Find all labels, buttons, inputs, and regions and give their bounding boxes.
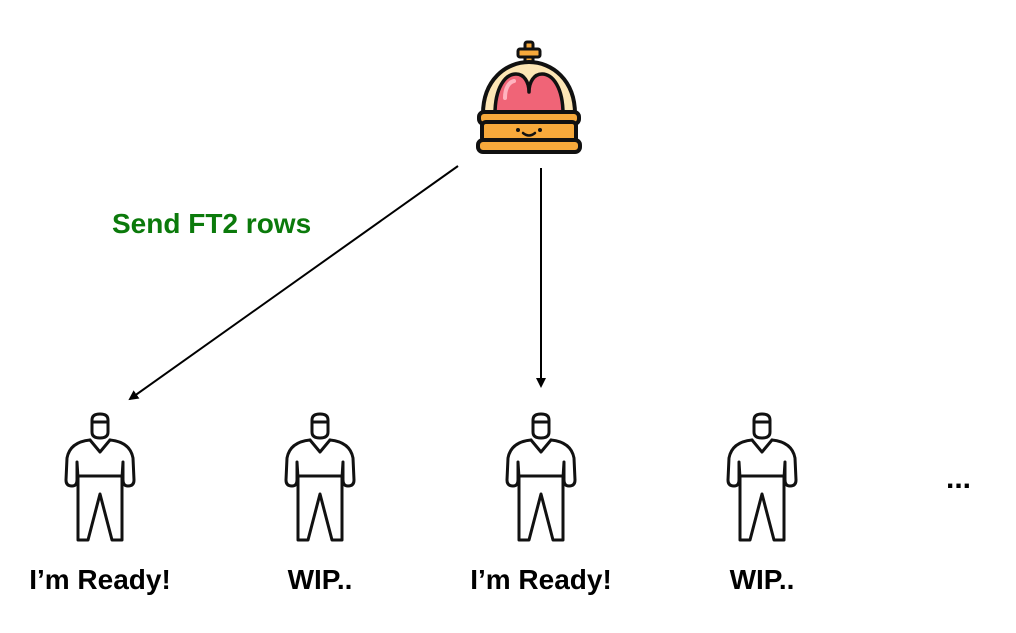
arrow-to-worker-1 [128,165,459,401]
more-workers-indicator: ... [946,462,972,495]
worker-person-icon [505,412,577,542]
worker-3-status: I’m Ready! [470,564,612,595]
worker-person-icon [726,412,798,542]
worker-icons [64,412,798,542]
edge-label: Send FT2 rows [112,208,312,239]
worker-1-status: I’m Ready! [29,564,171,595]
crown-icon [476,40,582,154]
worker-person-icon [64,412,136,542]
worker-2-status: WIP.. [287,564,353,595]
worker-4-status: WIP.. [729,564,795,595]
worker-person-icon [284,412,356,542]
